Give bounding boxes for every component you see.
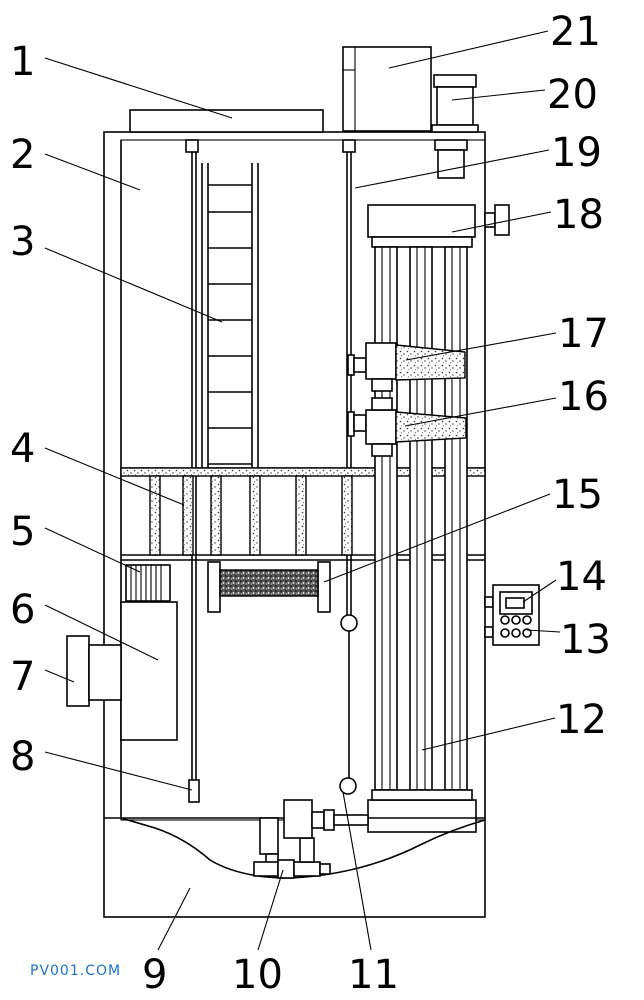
label-21: 21 <box>550 9 601 55</box>
filter-post <box>295 475 307 556</box>
label-6: 6 <box>10 587 35 633</box>
label-2: 2 <box>10 132 35 178</box>
column-pipe <box>409 246 433 791</box>
label-9: 9 <box>142 952 167 998</box>
side-valve <box>484 204 510 236</box>
top-cover-plate <box>129 109 324 133</box>
sensor-probe <box>188 779 200 803</box>
label-7: 7 <box>10 654 35 700</box>
external-box <box>66 635 122 707</box>
label-12: 12 <box>556 697 607 743</box>
filter-post <box>149 475 161 556</box>
filter-cartridge <box>207 561 331 613</box>
label-19: 19 <box>551 130 602 176</box>
filter-post <box>249 475 261 556</box>
pump-module <box>125 564 171 602</box>
column-pipes <box>367 204 477 833</box>
label-20: 20 <box>547 72 598 118</box>
label-15: 15 <box>552 472 603 518</box>
filter-post <box>341 475 353 556</box>
hanging-rods <box>185 139 356 780</box>
label-5: 5 <box>10 509 35 555</box>
filter-post <box>210 475 222 556</box>
label-16: 16 <box>558 374 609 420</box>
label-3: 3 <box>10 219 35 265</box>
watermark: PV001.COM <box>30 963 121 979</box>
control-panel <box>484 584 540 646</box>
circulation-pump <box>253 799 369 879</box>
storage-tank <box>120 601 178 741</box>
float-ball <box>339 614 358 795</box>
label-10: 10 <box>232 952 283 998</box>
label-13: 13 <box>560 617 611 663</box>
label-4: 4 <box>10 426 35 472</box>
label-18: 18 <box>553 192 604 238</box>
top-nozzle <box>434 139 468 179</box>
motor <box>342 46 432 132</box>
label-11: 11 <box>348 952 399 998</box>
label-8: 8 <box>10 734 35 780</box>
fan-unit <box>431 74 479 133</box>
spray-head-upper <box>347 342 466 392</box>
filter-post <box>182 475 194 556</box>
label-14: 14 <box>556 554 607 600</box>
column-pipe <box>374 246 398 791</box>
callout-labels: 1 2 3 4 5 6 7 8 9 10 11 12 13 14 15 16 1… <box>10 9 611 998</box>
ladder <box>201 163 259 470</box>
label-1: 1 <box>10 39 35 85</box>
label-17: 17 <box>558 311 609 357</box>
column-pipe <box>444 246 468 791</box>
spray-head-lower <box>347 397 467 457</box>
leader-lines <box>44 30 561 951</box>
